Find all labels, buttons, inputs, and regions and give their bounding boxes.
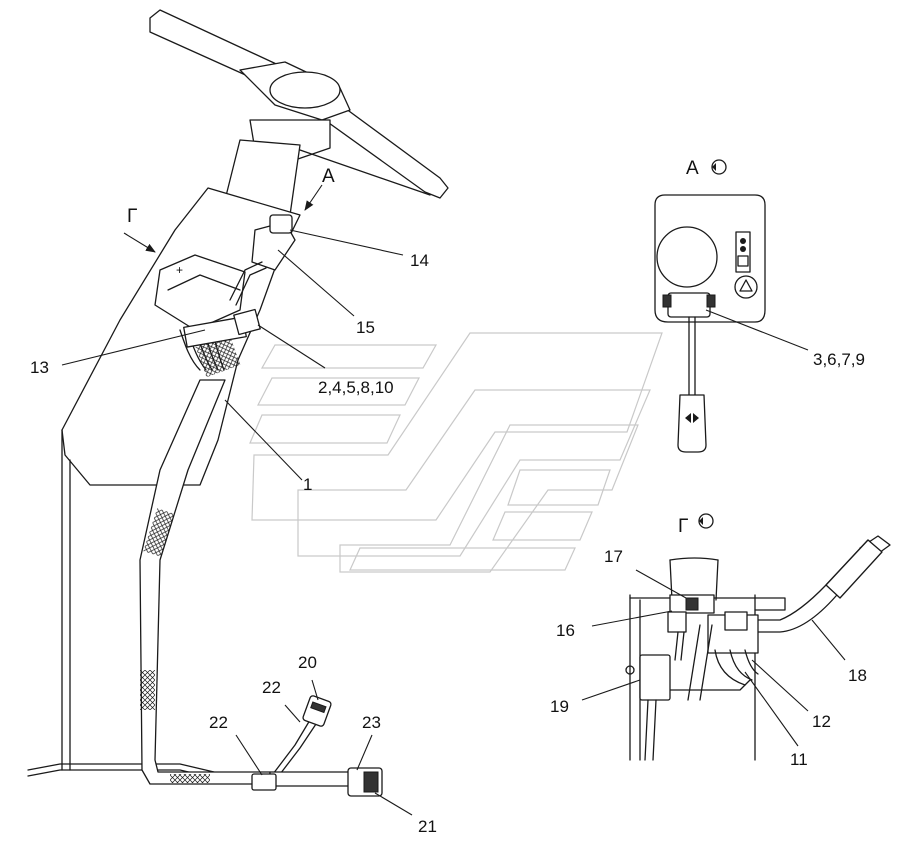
connector-21	[347, 767, 383, 797]
column-switch-assembly: +	[154, 214, 296, 371]
wire-harness	[139, 334, 353, 787]
splice-sleeve-22	[251, 773, 277, 791]
view-a-title: А	[686, 158, 699, 179]
steering-wheel	[149, 9, 449, 199]
callout-17: 17	[604, 547, 623, 566]
callout-18: 18	[848, 666, 867, 685]
steering-column-housing	[27, 139, 301, 779]
callout-14: 14	[410, 251, 429, 270]
callout-16: 16	[556, 621, 575, 640]
callout-1: 1	[303, 475, 312, 494]
callout-2-4-5-8-10: 2,4,5,8,10	[318, 378, 394, 397]
callout-23: 23	[362, 713, 381, 732]
leader-lines	[61, 229, 846, 816]
view-arrow-g	[123, 232, 156, 253]
callout-13: 13	[30, 358, 49, 377]
arrow-g-label: Г	[127, 206, 137, 227]
connector-20	[302, 695, 332, 727]
arrow-a-label: А	[322, 166, 335, 187]
view-g-detail	[625, 535, 891, 761]
callout-22-lower: 22	[209, 713, 228, 732]
callout-3-6-7-9: 3,6,7,9	[813, 350, 865, 369]
view-arrow-a	[304, 184, 323, 211]
watermark-logo	[249, 332, 663, 573]
callout-20: 20	[298, 653, 317, 672]
callout-21: 21	[418, 817, 437, 836]
callout-15: 15	[356, 318, 375, 337]
svg-text:+: +	[176, 263, 183, 277]
callout-19: 19	[550, 697, 569, 716]
view-a-detail	[654, 194, 766, 453]
callout-22-upper: 22	[262, 678, 281, 697]
view-g-title: Г	[678, 516, 688, 537]
callout-12: 12	[812, 712, 831, 731]
callout-11: 11	[790, 750, 808, 769]
